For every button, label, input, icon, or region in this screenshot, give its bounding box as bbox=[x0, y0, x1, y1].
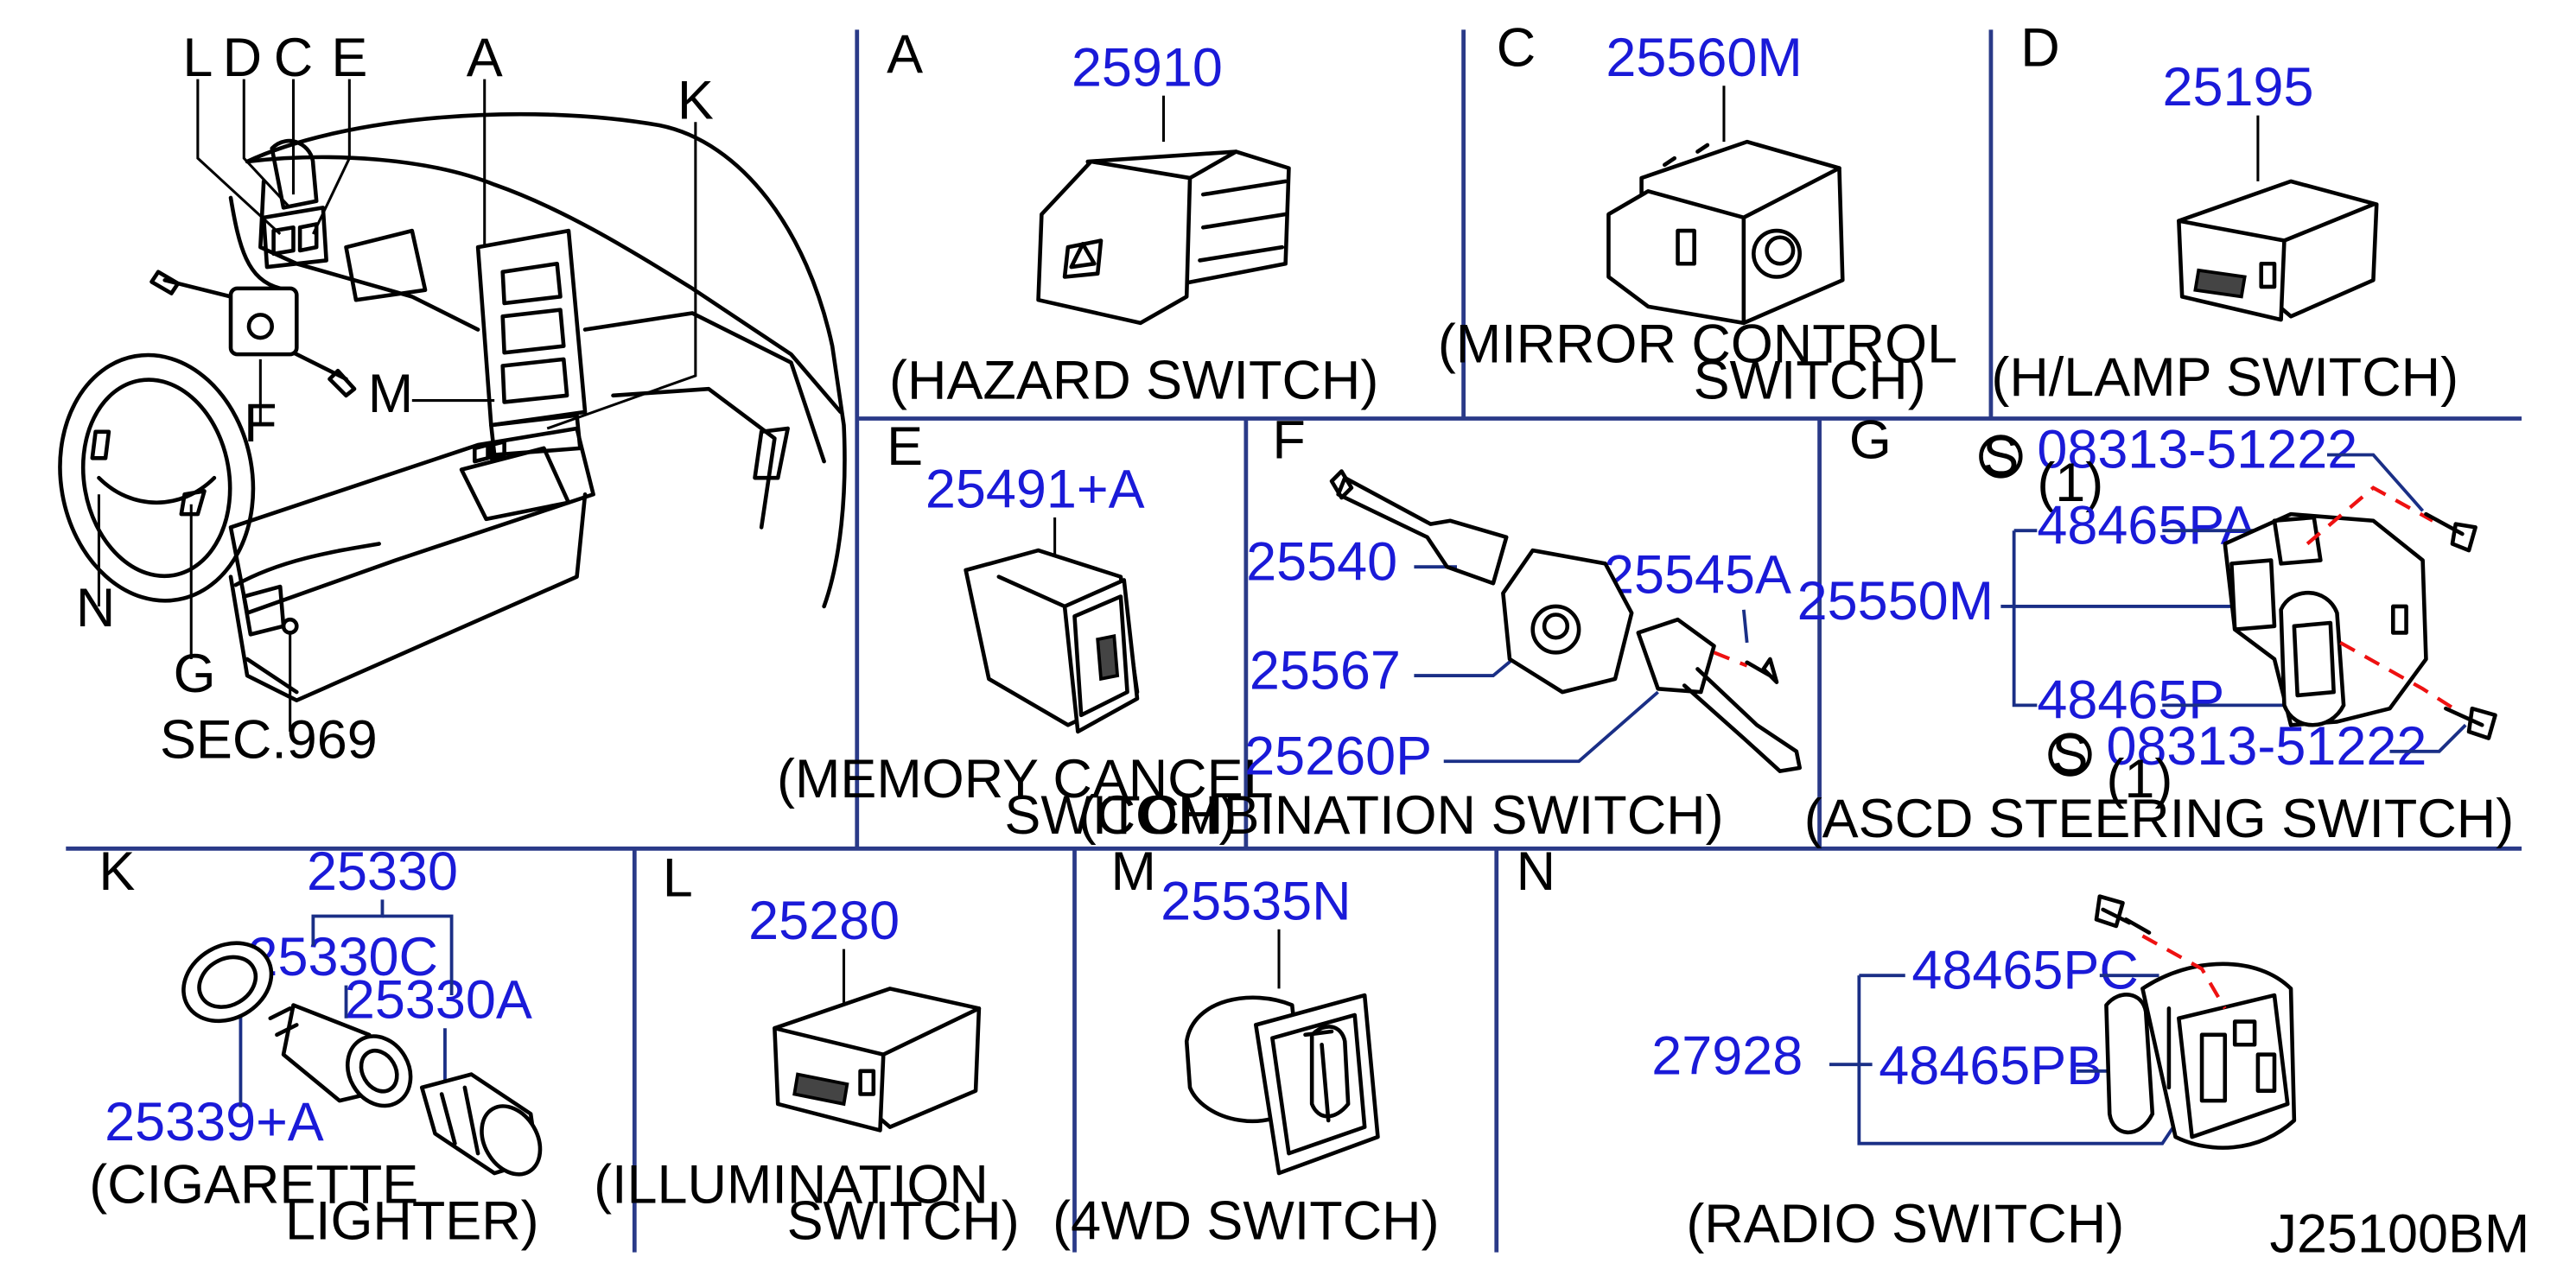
part-number: 48465PB bbox=[1879, 1036, 2102, 1096]
panel-d-hlamp-switch: D 25195 (H/LAMP SWITCH) bbox=[1991, 17, 2458, 407]
panel-c-mirror-control-switch: C 25560M (MIRROR CONTROL SWITCH) bbox=[1438, 17, 1957, 410]
part-number: 25280 bbox=[748, 891, 900, 951]
overview-letter-m: M bbox=[368, 364, 413, 424]
part-number: 25550M bbox=[1797, 571, 1994, 631]
part-number: 25910 bbox=[1072, 37, 1223, 98]
part-number: 25195 bbox=[2163, 57, 2314, 117]
section-reference: SEC.969 bbox=[160, 709, 378, 770]
overview-letter-n: N bbox=[76, 578, 115, 638]
overview-letter-l: L bbox=[182, 28, 213, 88]
panel-letter: C bbox=[1497, 17, 1536, 78]
caption-line-1: (MEMORY CANCEL bbox=[777, 749, 1274, 809]
panel-g-ascd-steering-switch: G S 08313-51222 (1) 48465PA 25550M 48465… bbox=[1797, 409, 2515, 849]
panel-letter: N bbox=[1517, 841, 1555, 902]
panel-f-combination-switch: F 25540 25545A 25567 25260P (COMBINATION… bbox=[1078, 409, 1802, 846]
part-number: 25260P bbox=[1244, 726, 1432, 786]
panel-l-illumination-switch: L 25280 (ILLUMINATION SWITCH) bbox=[594, 848, 1020, 1252]
panel-k-cigarette-lighter: K 25330 25330C 25330A 25339+A (CIGARETTE… bbox=[89, 841, 543, 1251]
caption-line-2: SWITCH) bbox=[1004, 785, 1237, 846]
caption-line-2: SWITCH) bbox=[1694, 351, 1926, 411]
caption-line-1: (HAZARD SWITCH) bbox=[889, 351, 1378, 411]
caption-line-1: (MIRROR CONTROL bbox=[1438, 314, 1957, 375]
overview-letter-e: E bbox=[331, 28, 367, 88]
caption-line-2: SWITCH) bbox=[787, 1190, 1020, 1251]
panel-n-radio-switch: N 48465PC 27928 48465PB (RADIO SWITCH) bbox=[1517, 841, 2297, 1254]
part-number: 25540 bbox=[1246, 531, 1397, 592]
screw-part-number: 08313-51222 bbox=[2106, 716, 2427, 777]
panel-letter: G bbox=[1849, 409, 1892, 470]
part-number: 25535N bbox=[1161, 871, 1351, 931]
caption-line-1: (CIGARETTE bbox=[89, 1154, 418, 1215]
panel-a-hazard-switch: A 25910 (HAZARD SWITCH) bbox=[887, 24, 1378, 411]
screw-symbol: S bbox=[1982, 426, 2019, 486]
caption-line-1: (RADIO SWITCH) bbox=[1686, 1194, 2124, 1254]
part-number: 25567 bbox=[1250, 640, 1401, 701]
overview-letter-a: A bbox=[467, 28, 503, 88]
part-number: 25560M bbox=[1606, 28, 1802, 88]
caption-line-1: (COMBINATION SWITCH) bbox=[1078, 785, 1724, 846]
panel-letter: M bbox=[1110, 841, 1155, 902]
screw-quantity: (1) bbox=[2106, 749, 2172, 809]
screw-quantity: (1) bbox=[2037, 453, 2103, 513]
panel-letter: F bbox=[1272, 409, 1305, 470]
panel-m-4wd-switch: M 25535N (4WD SWITCH) bbox=[1053, 841, 1439, 1251]
caption-line-1: (ASCD STEERING SWITCH) bbox=[1804, 789, 2515, 849]
overview-letter-d: D bbox=[223, 28, 262, 88]
part-number: 25339+A bbox=[105, 1092, 324, 1152]
caption-line-1: (H/LAMP SWITCH) bbox=[1991, 347, 2458, 408]
caption-line-2: LIGHTER) bbox=[285, 1190, 539, 1251]
part-number: 25330A bbox=[345, 970, 532, 1031]
overview-dashboard bbox=[58, 79, 847, 732]
caption-line-1: (ILLUMINATION bbox=[594, 1154, 989, 1215]
part-number: 25330 bbox=[307, 841, 458, 902]
diagram-code: J25100BM bbox=[2270, 1204, 2530, 1265]
panel-letter: A bbox=[887, 24, 923, 85]
overview-letter-f: F bbox=[244, 393, 277, 454]
panel-letter: D bbox=[2020, 17, 2059, 78]
screw-symbol: S bbox=[2051, 725, 2088, 785]
overview-letter-k: K bbox=[677, 70, 714, 130]
part-number: 48465PC bbox=[1911, 940, 2138, 1000]
part-number: 48465PA bbox=[2037, 495, 2256, 555]
overview-letter-g: G bbox=[174, 644, 216, 704]
overview-letter-c: C bbox=[274, 28, 313, 88]
panel-letter: K bbox=[99, 841, 135, 902]
caption-line-1: (4WD SWITCH) bbox=[1053, 1190, 1439, 1251]
panel-grid bbox=[66, 29, 2522, 1253]
part-number: 25545A bbox=[1604, 545, 1791, 606]
part-number: 25330C bbox=[247, 927, 437, 987]
overview-labels: L D C E A K F M N G SEC.969 bbox=[76, 28, 714, 771]
part-number: 27928 bbox=[1651, 1026, 1803, 1087]
panel-letter: E bbox=[887, 416, 923, 477]
part-number: 48465P bbox=[2037, 670, 2224, 731]
panel-letter: L bbox=[663, 848, 693, 909]
screw-part-number: 08313-51222 bbox=[2037, 420, 2357, 480]
panel-e-memory-cancel-switch: E 25491+A (MEMORY CANCEL SWITCH) bbox=[777, 416, 1274, 846]
part-number: 25491+A bbox=[925, 460, 1145, 520]
